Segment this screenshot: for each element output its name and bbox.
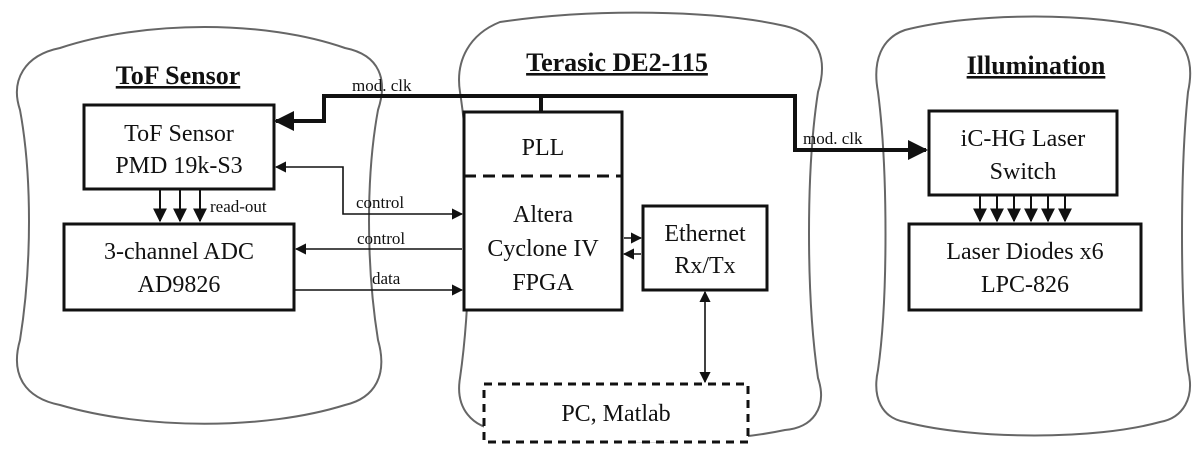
mod-clk-right-arrow — [541, 94, 928, 160]
laser-diodes-block: Laser Diodes x6 LPC-826 — [907, 222, 1143, 312]
laser-diodes-line1: Laser Diodes x6 — [946, 239, 1103, 265]
de2-group-title: Terasic DE2-115 — [526, 48, 708, 77]
pc-matlab-label: PC, Matlab — [561, 401, 670, 427]
mod-clk-left-label: mod. clk — [352, 76, 412, 95]
pc-matlab-block: PC, Matlab — [482, 382, 750, 444]
tof-sensor-block-line1: ToF Sensor — [124, 121, 234, 147]
ethernet-line1: Ethernet — [664, 221, 746, 247]
fpga-line1: Altera — [513, 202, 573, 228]
control-sensor-arrow — [274, 161, 464, 220]
tof-sensor-block: ToF Sensor PMD 19k-S3 — [82, 103, 276, 191]
fpga-line3: FPGA — [512, 270, 574, 296]
ethernet-line2: Rx/Tx — [674, 253, 735, 279]
ethernet-block: Ethernet Rx/Tx — [641, 204, 769, 292]
fpga-line2: Cyclone IV — [487, 236, 599, 262]
laser-diodes-line2: LPC-826 — [981, 272, 1069, 298]
mod-clk-left-arrow — [274, 94, 543, 131]
adc-block: 3-channel ADC AD9826 — [62, 222, 296, 312]
control-sensor-label: control — [356, 193, 404, 212]
illumination-group-outline — [875, 15, 1192, 437]
pll-label: PLL — [522, 135, 565, 161]
laser-switch-line2: Switch — [990, 159, 1057, 185]
tof-sensor-group-title: ToF Sensor — [116, 61, 241, 90]
adc-block-line2: AD9826 — [138, 272, 221, 298]
readout-label: read-out — [210, 197, 267, 216]
laser-switch-line1: iC-HG Laser — [961, 126, 1086, 152]
adc-block-line1: 3-channel ADC — [104, 239, 254, 265]
pll-fpga-block: PLL Altera Cyclone IV FPGA — [462, 110, 624, 312]
tof-sensor-block-line2: PMD 19k-S3 — [115, 153, 242, 179]
illumination-group-title: Illumination — [967, 51, 1106, 80]
mod-clk-right-label: mod. clk — [803, 129, 863, 148]
data-label: data — [372, 269, 401, 288]
control-adc-label: control — [357, 229, 405, 248]
tof-sensor-group-outline — [15, 26, 383, 425]
laser-switch-block: iC-HG Laser Switch — [927, 109, 1119, 197]
